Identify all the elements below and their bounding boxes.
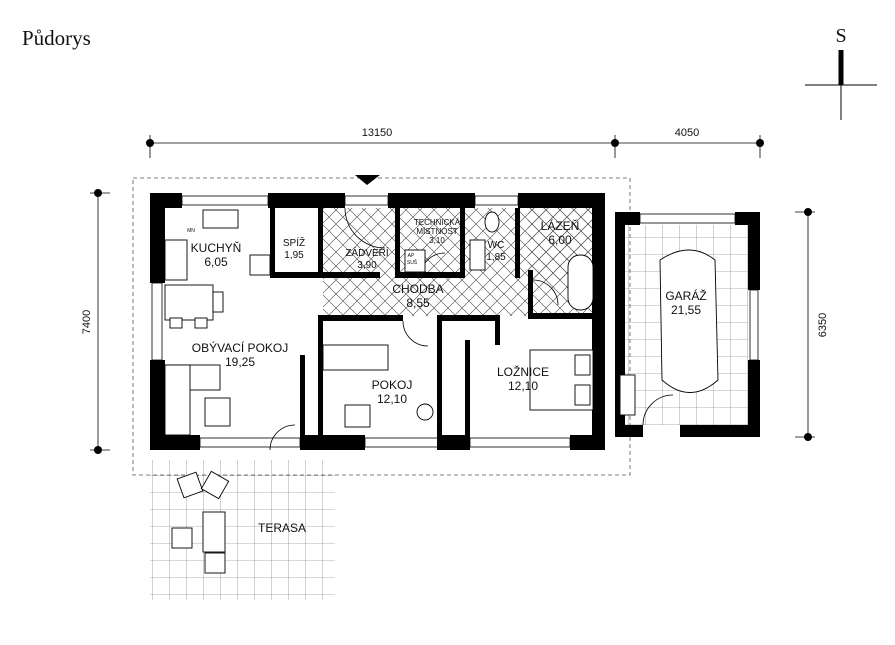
room-area-loznice: 12,10 bbox=[508, 379, 538, 393]
furniture bbox=[164, 209, 719, 574]
tile-floor-hall bbox=[323, 280, 528, 316]
room-area-lazen: 6,00 bbox=[548, 233, 572, 247]
north-arrow-icon: S bbox=[805, 25, 877, 120]
room-name-kuchyn: KUCHYŇ bbox=[191, 240, 242, 255]
room-name-garaz: GARÁŽ bbox=[665, 288, 706, 303]
room-name-technicka-1: TECHNICKÁ bbox=[414, 218, 461, 227]
room-name-spiz: SPÍŽ bbox=[283, 236, 305, 249]
label-mn: MN bbox=[187, 228, 195, 234]
room-area-kuchyn: 6,05 bbox=[204, 255, 228, 269]
dim-left: 7400 bbox=[81, 310, 93, 334]
entrance-arrow-icon bbox=[355, 175, 380, 185]
doors bbox=[269, 207, 674, 451]
dim-top-garage: 4050 bbox=[675, 127, 699, 139]
room-area-zadveri: 3,90 bbox=[357, 260, 377, 271]
room-area-garaz: 21,55 bbox=[671, 303, 701, 317]
room-area-technicka: 3,10 bbox=[429, 236, 445, 245]
north-label: S bbox=[835, 25, 846, 47]
room-area-pokoj: 12,10 bbox=[377, 392, 407, 406]
room-name-technicka-2: MÍSTNOST bbox=[416, 227, 457, 236]
room-name-chodba: CHODBA bbox=[392, 282, 443, 296]
room-area-chodba: 8,55 bbox=[406, 296, 430, 310]
room-name-terasa: TERASA bbox=[258, 521, 306, 535]
walls bbox=[150, 193, 760, 450]
room-name-wc: WC bbox=[488, 240, 505, 251]
room-area-wc: 1,85 bbox=[486, 252, 506, 263]
room-area-spiz: 1,95 bbox=[284, 250, 304, 261]
room-name-loznice: LOŽNICE bbox=[497, 364, 549, 379]
windows bbox=[151, 195, 759, 448]
room-area-obyvaci: 19,25 bbox=[225, 355, 255, 369]
dimension-markers bbox=[94, 139, 812, 454]
room-name-zadveri: ZÁDVEŘÍ bbox=[345, 246, 389, 259]
label-sus: SUŠ bbox=[407, 259, 418, 266]
dim-top-main: 13150 bbox=[362, 127, 393, 139]
room-name-lazen: LÁZEŇ bbox=[541, 218, 580, 233]
dim-right: 6350 bbox=[817, 313, 829, 337]
room-name-pokoj: POKOJ bbox=[372, 378, 413, 392]
label-ap: AP bbox=[408, 253, 415, 259]
room-name-obyvaci: OBÝVACÍ POKOJ bbox=[192, 340, 288, 355]
page-title: Půdorys bbox=[22, 26, 91, 50]
